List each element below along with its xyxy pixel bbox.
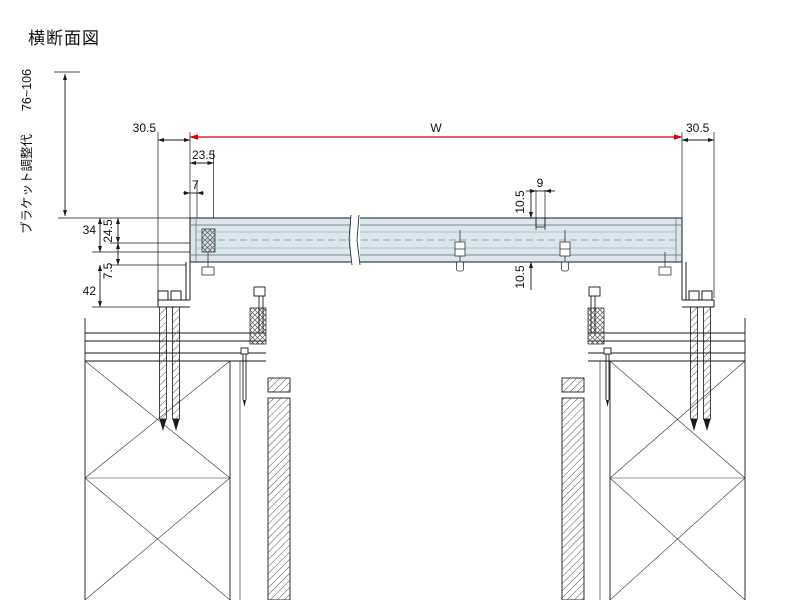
rail-left-end-detail (201, 228, 216, 276)
left-wall-cross-bracing (84, 360, 231, 600)
right-backing-block (587, 307, 605, 345)
left-anchor-screw-2 (170, 290, 182, 431)
left-mounting-bracket (157, 262, 191, 431)
bracket-adjust-range-label: 76~106 (20, 69, 34, 111)
dim-slot-top-label: 10.5 (513, 190, 527, 214)
dim-slot-width-label: 9 (537, 176, 544, 190)
dim-right-offset-label: 30.5 (686, 121, 710, 135)
left-backing-block (249, 307, 267, 345)
dim-w-label: W (430, 121, 442, 135)
drawing-title: 横断面図 (28, 29, 100, 48)
left-flashing-hook (253, 286, 266, 297)
right-wall-cross-bracing (609, 360, 746, 600)
dim-left-offset-label: 30.5 (133, 121, 157, 135)
dim-slot-bottom-label: 10.5 (513, 265, 527, 289)
dim-rail-inset-label: 23.5 (192, 148, 216, 162)
dim-rail-lip-label: 7 (192, 178, 199, 192)
rail-hanger-left (454, 230, 466, 272)
dim-rail-height-label: 34 (83, 223, 97, 237)
extension-lines (54, 71, 715, 308)
left-siding-board (267, 397, 291, 600)
rail-break-mark (348, 214, 361, 266)
right-siding-cap (561, 377, 585, 393)
right-siding-board (561, 397, 585, 600)
left-furring-screw (240, 347, 249, 407)
rail-hanger-right (559, 230, 571, 272)
dimension-lines (62, 73, 715, 308)
right-furring-screw (603, 347, 612, 407)
rail-right-end-detail (658, 252, 672, 276)
right-flashing-hook (588, 286, 601, 297)
left-wall-section (84, 286, 291, 600)
right-anchor-screw-2 (701, 290, 713, 431)
right-wall-section (561, 286, 746, 600)
bracket-adjust-name-label: ブラケット調整代 (19, 134, 34, 235)
shutter-rail (189, 214, 683, 276)
right-anchor-screw-1 (688, 290, 700, 431)
right-mounting-bracket (681, 262, 715, 431)
dim-bracket-drop-label: 42 (83, 284, 97, 298)
left-anchor-screw-1 (157, 290, 169, 431)
left-siding-cap (267, 377, 291, 393)
dim-rail-upper-label: 24.5 (101, 219, 115, 243)
dim-rail-lower-label: 7.5 (101, 262, 115, 279)
